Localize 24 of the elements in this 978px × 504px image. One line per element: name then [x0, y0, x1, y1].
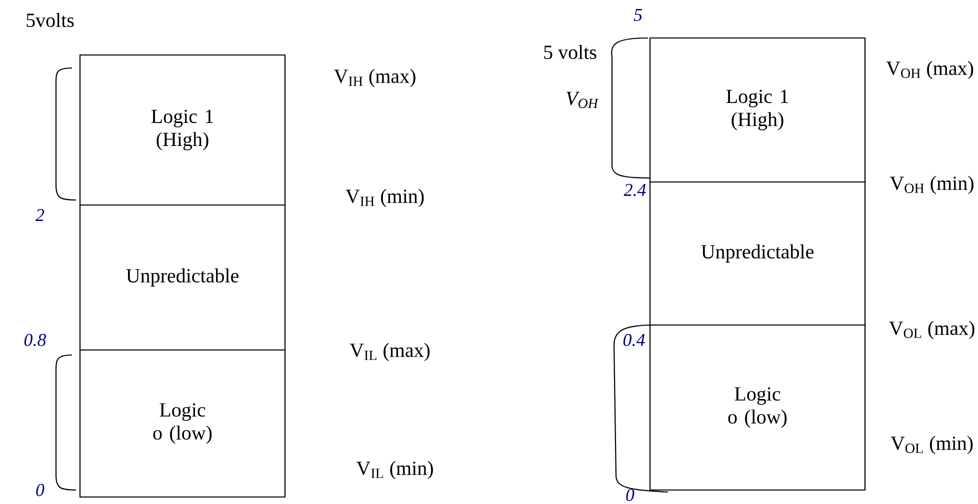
handwritten-value: 0	[626, 488, 634, 502]
logic-level-box: Unpredictable	[79, 204, 286, 351]
handwritten-value: 5	[634, 9, 642, 21]
handwritten-value: 2.4	[624, 184, 646, 196]
handwritten-value: 0	[36, 484, 44, 496]
threshold-label: V$_{IL}$ (min)	[356, 460, 433, 480]
threshold-label: V$_{IH}$ (min)	[346, 188, 424, 208]
handwritten-value: 2	[36, 209, 44, 221]
handwritten-value: 0.8	[24, 334, 46, 346]
volt-label: 5volts	[26, 12, 74, 28]
logic-level-box: Logic o (low)	[649, 324, 866, 491]
logic-level-box: Logic o (low)	[79, 349, 286, 498]
threshold-label: V$_{OH}$ (min)	[890, 176, 974, 194]
logic-level-box: Logic 1 (High)	[79, 54, 286, 206]
volt-label: 5 volts	[544, 44, 596, 60]
threshold-label: V$_{OL}$ (min)	[890, 436, 973, 454]
logic-level-box: Logic 1 (High)	[649, 37, 866, 183]
handwritten-value: 0.4	[623, 334, 645, 346]
threshold-label: V$_{IH}$ (max)	[334, 68, 416, 88]
threshold-label: V$_{OL}$ (max)	[889, 320, 974, 340]
voltage-symbol: V$_{OH}$	[566, 92, 599, 108]
logic-level-box: Unpredictable	[649, 181, 866, 326]
threshold-label: V$_{OH}$ (max)	[886, 60, 974, 80]
threshold-label: V$_{IL}$ (max)	[350, 342, 430, 362]
